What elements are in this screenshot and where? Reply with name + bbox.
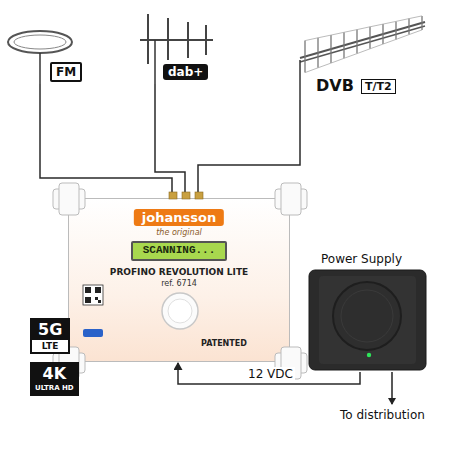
device-label: Power Supply: [321, 252, 402, 266]
patent-mark: PATENTED: [201, 339, 247, 348]
dab-antenna: [140, 14, 213, 84]
dab-antenna-node: dab+: [135, 8, 217, 84]
reference-number: ref. 6714: [161, 279, 197, 288]
badge-title: 4K: [32, 364, 77, 384]
5g-badge: 5GLTE: [30, 318, 70, 354]
lcd-text: SCANNING...: [143, 244, 216, 256]
band-label: FM: [50, 62, 82, 82]
dvb-antenna-node: DVB T/T2: [285, 8, 433, 100]
note-label: To distribution: [340, 408, 425, 422]
edge-label: 12 VDC: [246, 367, 295, 381]
band-label: dab+: [163, 64, 208, 80]
power-supply-illustration: [305, 252, 430, 372]
power-supply: Power Supply: [305, 252, 430, 372]
band-label: T/T2: [361, 79, 396, 94]
badge-subtitle: ULTRA HD: [32, 384, 77, 394]
lcd-display: SCANNING...: [131, 241, 227, 261]
brand-logo: johansson: [134, 209, 224, 226]
signal-cable: [40, 84, 172, 198]
signal-cable: [155, 84, 185, 198]
dvb-antenna: [300, 16, 425, 100]
model-name: PROFINO REVOLUTION LITE: [110, 267, 248, 277]
band-label: DVB: [316, 76, 354, 95]
amplifier-housing: johansson the originalPROFINO REVOLUTION …: [68, 198, 290, 362]
distribution-cable: [391, 372, 393, 404]
badge-subtitle: LTE: [32, 340, 68, 352]
brand-tagline: the original: [156, 228, 202, 237]
4k-badge: 4KULTRA HD: [30, 362, 79, 396]
fm-antenna-node: FM: [8, 20, 82, 84]
badge-title: 5G: [32, 320, 68, 340]
